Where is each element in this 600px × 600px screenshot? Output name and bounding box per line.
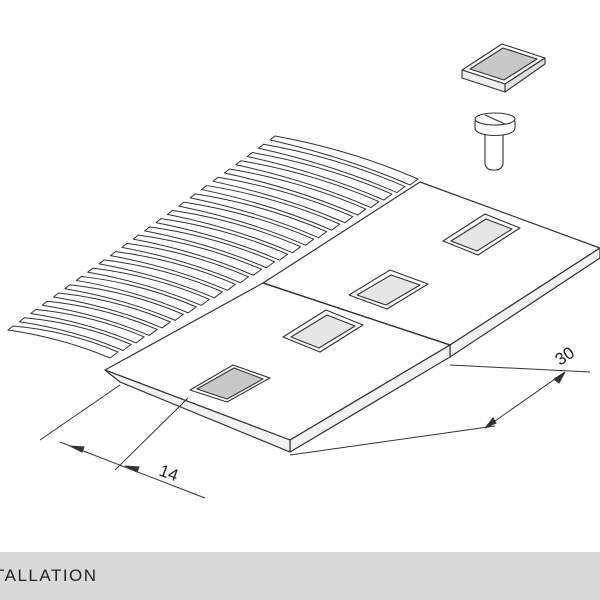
dimension-14	[39, 384, 206, 499]
comb-tooth	[201, 185, 341, 231]
comb-tooth	[110, 251, 236, 291]
clip-part	[461, 43, 546, 93]
screw-part	[474, 112, 516, 171]
comb-tooth	[18, 317, 132, 351]
screw-slot	[442, 213, 521, 256]
comb-tooth	[223, 168, 367, 216]
comb-tooth	[246, 152, 393, 201]
section-footer-label: TALLATION	[0, 566, 98, 585]
dimension-14-label: 14	[157, 461, 181, 485]
comb-tooth	[7, 325, 119, 359]
comb-tooth	[178, 201, 315, 246]
comb-tooth	[53, 292, 171, 329]
comb-tooth	[41, 300, 158, 336]
screw-slot	[348, 269, 429, 310]
comb-tooth	[269, 135, 419, 186]
comb-tooth	[166, 209, 302, 254]
comb-tooth	[121, 242, 249, 284]
comb-plate-diagram: 30 14	[7, 43, 600, 499]
comb-tooth	[144, 226, 276, 269]
comb-tooth	[30, 308, 145, 344]
comb-tooth	[189, 193, 328, 239]
comb-tooth	[258, 143, 406, 194]
dimension-30	[289, 364, 591, 456]
comb-tooth	[64, 284, 184, 321]
comb-tooth	[87, 267, 210, 306]
comb-tooth	[235, 160, 380, 209]
slot-insert	[189, 364, 271, 403]
comb-tooth	[212, 176, 354, 224]
screw-slot	[282, 309, 364, 353]
comb-tooth	[75, 275, 197, 314]
comb-teeth	[7, 135, 419, 359]
section-footer-bar: TALLATION	[0, 552, 600, 600]
comb-tooth	[98, 259, 223, 299]
comb-tooth	[132, 234, 262, 276]
comb-tooth	[155, 218, 289, 261]
plate-joint-line	[262, 282, 451, 346]
dimension-30-label: 30	[552, 343, 578, 369]
